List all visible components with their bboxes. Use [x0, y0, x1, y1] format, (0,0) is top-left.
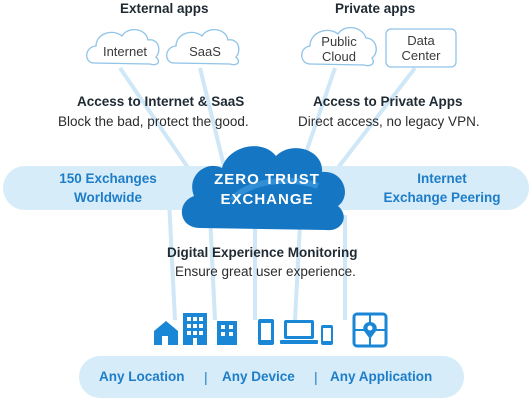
access-private-title: Access to Private Apps — [313, 94, 463, 109]
office-building-icon — [183, 313, 207, 345]
zero-trust-cloud — [181, 146, 345, 231]
band-right-line-2: Exchange Peering — [383, 190, 501, 205]
device-icons — [258, 319, 333, 345]
public-cloud-label: Public Cloud — [304, 34, 374, 64]
private-clouds — [301, 27, 457, 68]
any-location-label: Any Location — [99, 369, 185, 384]
band-right-line-1: Internet — [417, 171, 467, 186]
separator-1: | — [204, 369, 208, 385]
access-internet-title: Access to Internet & SaaS — [77, 94, 245, 109]
access-private-subtitle: Direct access, no legacy VPN. — [298, 114, 480, 129]
zero-trust-swirl — [229, 177, 320, 203]
data-center-shape — [385, 28, 457, 68]
internet-cloud — [86, 29, 160, 66]
public-cloud-line-1: Public — [321, 34, 357, 49]
zte-line-1: ZERO TRUST — [214, 171, 320, 188]
tablet-icon — [258, 319, 274, 345]
public-cloud-line-2: Cloud — [322, 49, 356, 64]
band-left-label: 150 Exchanges Worldwide — [38, 169, 178, 207]
data-center-line-2: Center — [401, 48, 441, 63]
public-cloud-shape — [301, 27, 377, 67]
laptop-icon — [280, 320, 318, 344]
saas-cloud — [166, 29, 240, 66]
internet-cloud-label: Internet — [102, 44, 148, 59]
separator-2: | — [314, 369, 318, 385]
any-device-label: Any Device — [222, 369, 295, 384]
bottom-pill — [79, 356, 464, 398]
zero-trust-exchange-label: ZERO TRUST EXCHANGE — [205, 170, 329, 210]
monitoring-title: Digital Experience Monitoring — [167, 245, 358, 260]
phone-icon — [321, 325, 333, 345]
band-left-line-2: Worldwide — [73, 190, 142, 205]
access-internet-subtitle: Block the bad, protect the good. — [58, 114, 249, 129]
building-icon — [217, 321, 237, 345]
house-icon — [154, 321, 178, 345]
band-right-label: Internet Exchange Peering — [370, 169, 514, 207]
private-apps-title: Private apps — [335, 1, 416, 16]
external-apps-title: External apps — [120, 1, 209, 16]
zte-line-2: EXCHANGE — [220, 191, 314, 208]
app-location-icon — [352, 312, 388, 348]
monitoring-subtitle: Ensure great user experience. — [175, 264, 356, 279]
band-left-line-1: 150 Exchanges — [59, 171, 157, 186]
saas-cloud-label: SaaS — [189, 44, 221, 59]
any-application-label: Any Application — [330, 369, 433, 384]
data-center-line-1: Data — [407, 33, 435, 48]
location-icons — [154, 313, 237, 345]
data-center-label: Data Center — [386, 33, 456, 63]
external-clouds — [86, 29, 240, 66]
